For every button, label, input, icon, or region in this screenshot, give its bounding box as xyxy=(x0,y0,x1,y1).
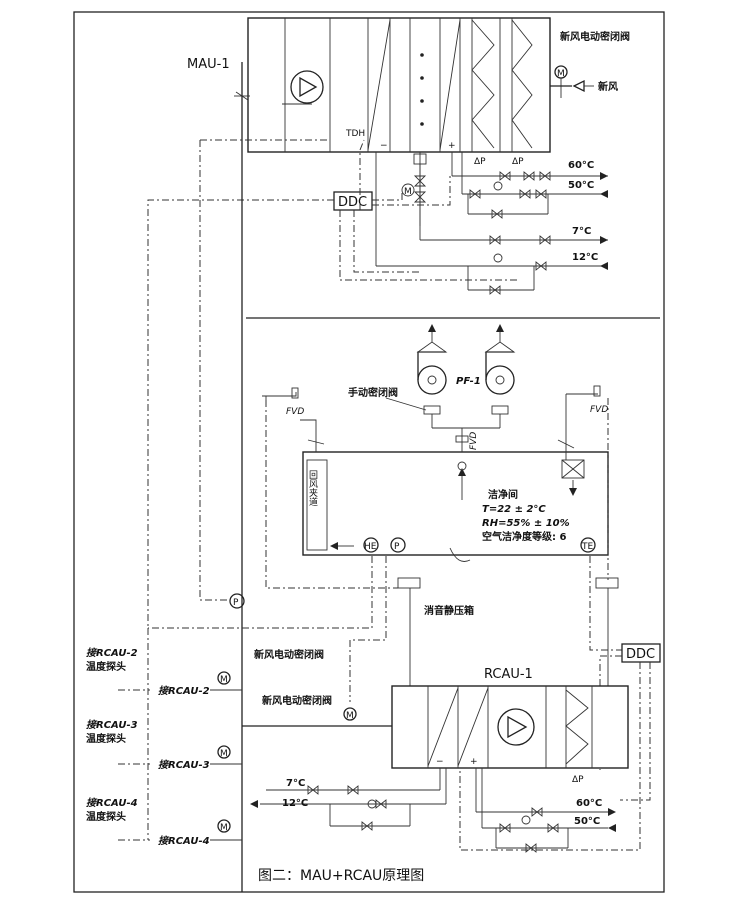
steam-valve-stack: M xyxy=(401,153,427,226)
svg-text:M: M xyxy=(404,187,412,197)
fvd-left: FVD xyxy=(286,407,304,417)
hw-return-bottom: 50°C xyxy=(574,816,600,827)
conn4-title-1: 接RCAU-4 xyxy=(86,797,138,809)
mau-damper-label: 新风电动密闭阀 xyxy=(560,30,630,43)
ddc-top-box xyxy=(333,191,373,211)
sensor-he xyxy=(363,537,379,553)
rcau-unit xyxy=(391,685,629,769)
mau-unit xyxy=(247,17,551,153)
rcau-heating-piping xyxy=(475,768,616,853)
sensor-p-room-label: P xyxy=(394,542,400,552)
chw-supply-bottom: 7°C xyxy=(286,778,305,789)
svg-text:M: M xyxy=(557,69,565,79)
rcau-cooling-piping xyxy=(250,768,447,831)
svg-text:M: M xyxy=(346,711,354,721)
fvd-right: FVD xyxy=(590,405,608,415)
ddc-top: DDC xyxy=(338,195,367,210)
svg-text:M: M xyxy=(220,823,228,833)
fresh-air-label: 新风 xyxy=(598,80,618,93)
conn2-title-2: 温度探头 xyxy=(86,660,126,673)
conn4-label: 接RCAU-4 xyxy=(158,835,210,847)
svg-text:M: M xyxy=(220,749,228,759)
room-temp: T=22 ± 2°C xyxy=(482,504,546,515)
dp-label-1: ΔP xyxy=(474,157,486,167)
chw-return-top: 12°C xyxy=(572,252,598,263)
sensor-he-label: HE xyxy=(364,542,377,552)
conn2-title-1: 接RCAU-2 xyxy=(86,647,138,659)
conn3-title-2: 温度探头 xyxy=(86,732,126,745)
diffuser-icon xyxy=(561,459,585,479)
plenum-label: 消音静压箱 xyxy=(424,604,474,617)
dp-label-2: ΔP xyxy=(512,157,524,167)
rcau-name: RCAU-1 xyxy=(484,667,533,682)
ddc-bottom-box xyxy=(621,643,661,663)
conn3-title-1: 接RCAU-3 xyxy=(86,719,138,731)
fresh-air-arrow-icon xyxy=(572,79,585,93)
conn2-label: 接RCAU-2 xyxy=(158,685,210,697)
mau-heating-piping xyxy=(451,152,608,219)
return-channel-box xyxy=(306,459,328,551)
rcau-minus: − xyxy=(436,757,444,767)
mau-name: MAU-1 xyxy=(187,57,230,72)
svg-text:M: M xyxy=(220,675,228,685)
chw-supply-top: 7°C xyxy=(572,226,591,237)
plenum-box xyxy=(397,577,421,589)
filter-icon xyxy=(471,19,495,149)
rcau-damper-motor-icon xyxy=(343,707,357,721)
sensor-p-left-label: P xyxy=(233,598,239,608)
hw-supply-top: 60°C xyxy=(568,160,594,171)
exhaust-fans xyxy=(416,324,516,471)
sensor-p-left xyxy=(229,593,245,609)
sensor-p-room xyxy=(390,537,406,553)
rcau-dp: ΔP xyxy=(572,775,584,785)
room-class: 空气洁净度等级: 6 xyxy=(482,530,566,543)
fvd-mid: FVD xyxy=(469,432,479,450)
plenum-box-right xyxy=(595,577,619,589)
chw-return-bottom: 12°C xyxy=(282,798,308,809)
fan-icon xyxy=(290,70,324,104)
diagram-caption: 图二：MAU+RCAU原理图 xyxy=(258,868,424,884)
room-title: 洁净间 xyxy=(488,488,518,501)
sensor-te-label: TE xyxy=(581,542,593,552)
ddc-bottom: DDC xyxy=(626,647,655,662)
rcau-plus: + xyxy=(470,757,478,767)
plus-sign: + xyxy=(448,141,456,151)
return-channel: 回风夹道 xyxy=(307,470,318,507)
drawing-frame xyxy=(73,11,665,893)
conn4-title-2: 温度探头 xyxy=(86,810,126,823)
mau-cooling-piping xyxy=(375,152,608,295)
hw-return-top: 50°C xyxy=(568,180,594,191)
rcau-damper-1: 新风电动密闭阀 xyxy=(254,648,324,661)
cleanroom-box xyxy=(302,451,609,556)
minus-sign: − xyxy=(380,141,388,151)
conn3-label: 接RCAU-3 xyxy=(158,759,210,771)
rcau-connections: M M M xyxy=(118,628,242,841)
hw-supply-bottom: 60°C xyxy=(576,798,602,809)
rcau-damper-2: 新风电动密闭阀 xyxy=(262,694,332,707)
manual-damper-label: 手动密闭阀 xyxy=(348,386,398,399)
tdh-label: TDH xyxy=(345,129,365,139)
pf-name: PF-1 xyxy=(456,376,481,387)
sensor-te xyxy=(580,537,596,553)
room-rh: RH=55% ± 10% xyxy=(482,518,570,529)
